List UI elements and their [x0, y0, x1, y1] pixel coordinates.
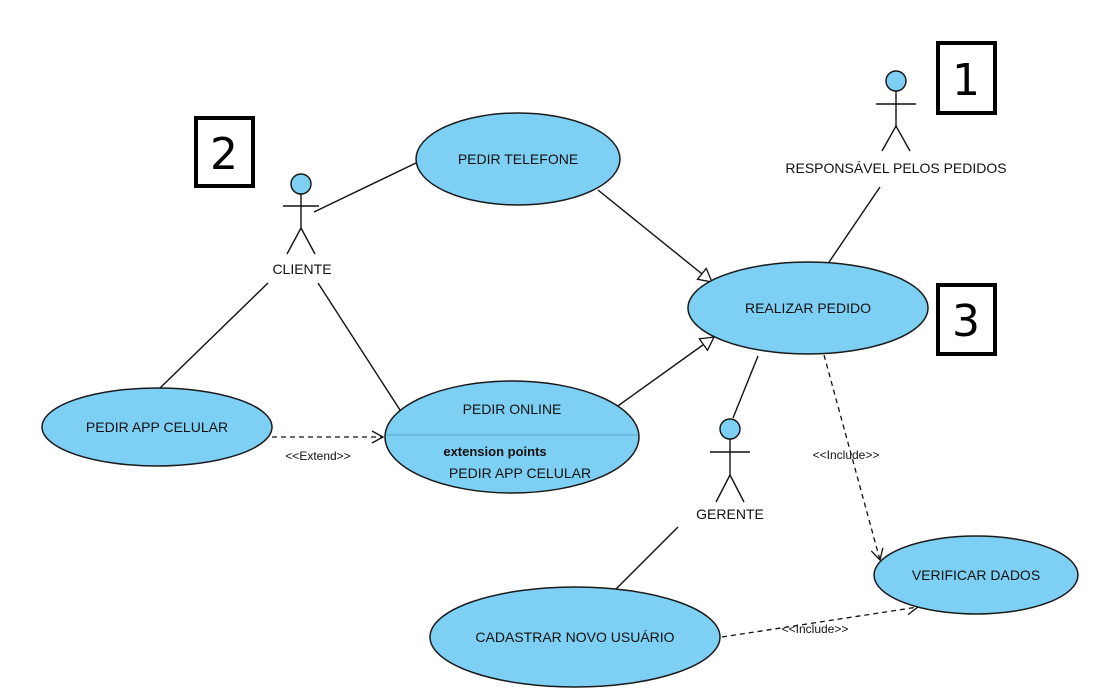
actor-gerente-head [719, 418, 741, 440]
marker-box-1: 1 [936, 41, 997, 115]
use-case-pedir-app-celular[interactable] [41, 387, 273, 467]
assoc-responsavel-realizar [824, 186, 881, 269]
use-case-verificar-dados[interactable] [873, 535, 1079, 615]
generalization-online-realizar [614, 337, 714, 409]
actor-responsavel-leg-right [895, 125, 911, 152]
actor-cliente-label: CLIENTE [272, 261, 331, 277]
include-arrow-cadastrar-verificar [721, 602, 920, 638]
assoc-cliente-pedir-online [317, 282, 401, 411]
actor-cliente[interactable]: CLIENTE [272, 173, 332, 277]
actor-responsavel-head [885, 70, 907, 92]
actor-cliente-leg-right [300, 227, 316, 255]
use-case-pedir-online-shape [384, 380, 640, 494]
actor-responsavel-label: RESPONSÁVEL PELOS PEDIDOS [785, 160, 1006, 176]
marker-box-2-frame [194, 116, 255, 188]
actor-cliente-head [290, 173, 312, 195]
include-label-1: <<Include>> [813, 448, 880, 462]
use-case-realizar-pedido-label: REALIZAR PEDIDO [745, 300, 871, 316]
marker-box-3-number: 3 [952, 296, 980, 347]
marker-box-3: 3 [936, 283, 997, 356]
marker-box-2-number: 2 [210, 129, 238, 180]
marker-box-1-frame [936, 41, 997, 115]
marker-box-1-number: 1 [952, 55, 980, 106]
extension-point-item: PEDIR APP CELULAR [449, 465, 591, 481]
use-case-pedir-app-celular-label: PEDIR APP CELULAR [86, 419, 228, 435]
use-case-realizar-pedido[interactable] [687, 261, 929, 355]
use-case-verificar-dados-label: VERIFICAR DADOS [912, 567, 1040, 583]
use-case-cadastrar-novo-usuario[interactable] [429, 586, 721, 688]
assoc-gerente-cadastrar [614, 526, 679, 591]
generalization-telefone-realizar [597, 189, 712, 282]
assoc-cliente-pedir-telefone [313, 161, 419, 213]
actor-gerente-leg-left [715, 474, 731, 503]
marker-box-3-frame [936, 283, 997, 356]
actor-responsavel-leg-left [881, 125, 897, 152]
actor-cliente-leg-left [286, 227, 302, 255]
use-case-pedir-online-label: PEDIR ONLINE [463, 401, 562, 417]
assoc-cliente-pedir-app [159, 282, 269, 389]
actor-gerente[interactable]: GERENTE [696, 418, 764, 522]
actor-gerente-leg-right [729, 474, 745, 503]
actor-responsavel[interactable]: RESPONSÁVEL PELOS PEDIDOS [785, 70, 1007, 176]
marker-box-2: 2 [194, 116, 255, 188]
use-case-cadastrar-novo-usuario-label: CADASTRAR NOVO USUÁRIO [475, 629, 674, 645]
use-case-pedir-telefone[interactable] [415, 112, 621, 206]
use-case-pedir-telefone-label: PEDIR TELEFONE [458, 151, 578, 167]
include-label-2: <<Include>> [782, 622, 849, 636]
assoc-gerente-realizar [732, 355, 759, 419]
actor-gerente-label: GERENTE [696, 506, 764, 522]
use-case-pedir-online[interactable]: PEDIR ONLINE extension points PEDIR APP … [384, 380, 640, 494]
extend-label: <<Extend>> [285, 449, 350, 463]
extension-points-title: extension points [443, 444, 546, 459]
